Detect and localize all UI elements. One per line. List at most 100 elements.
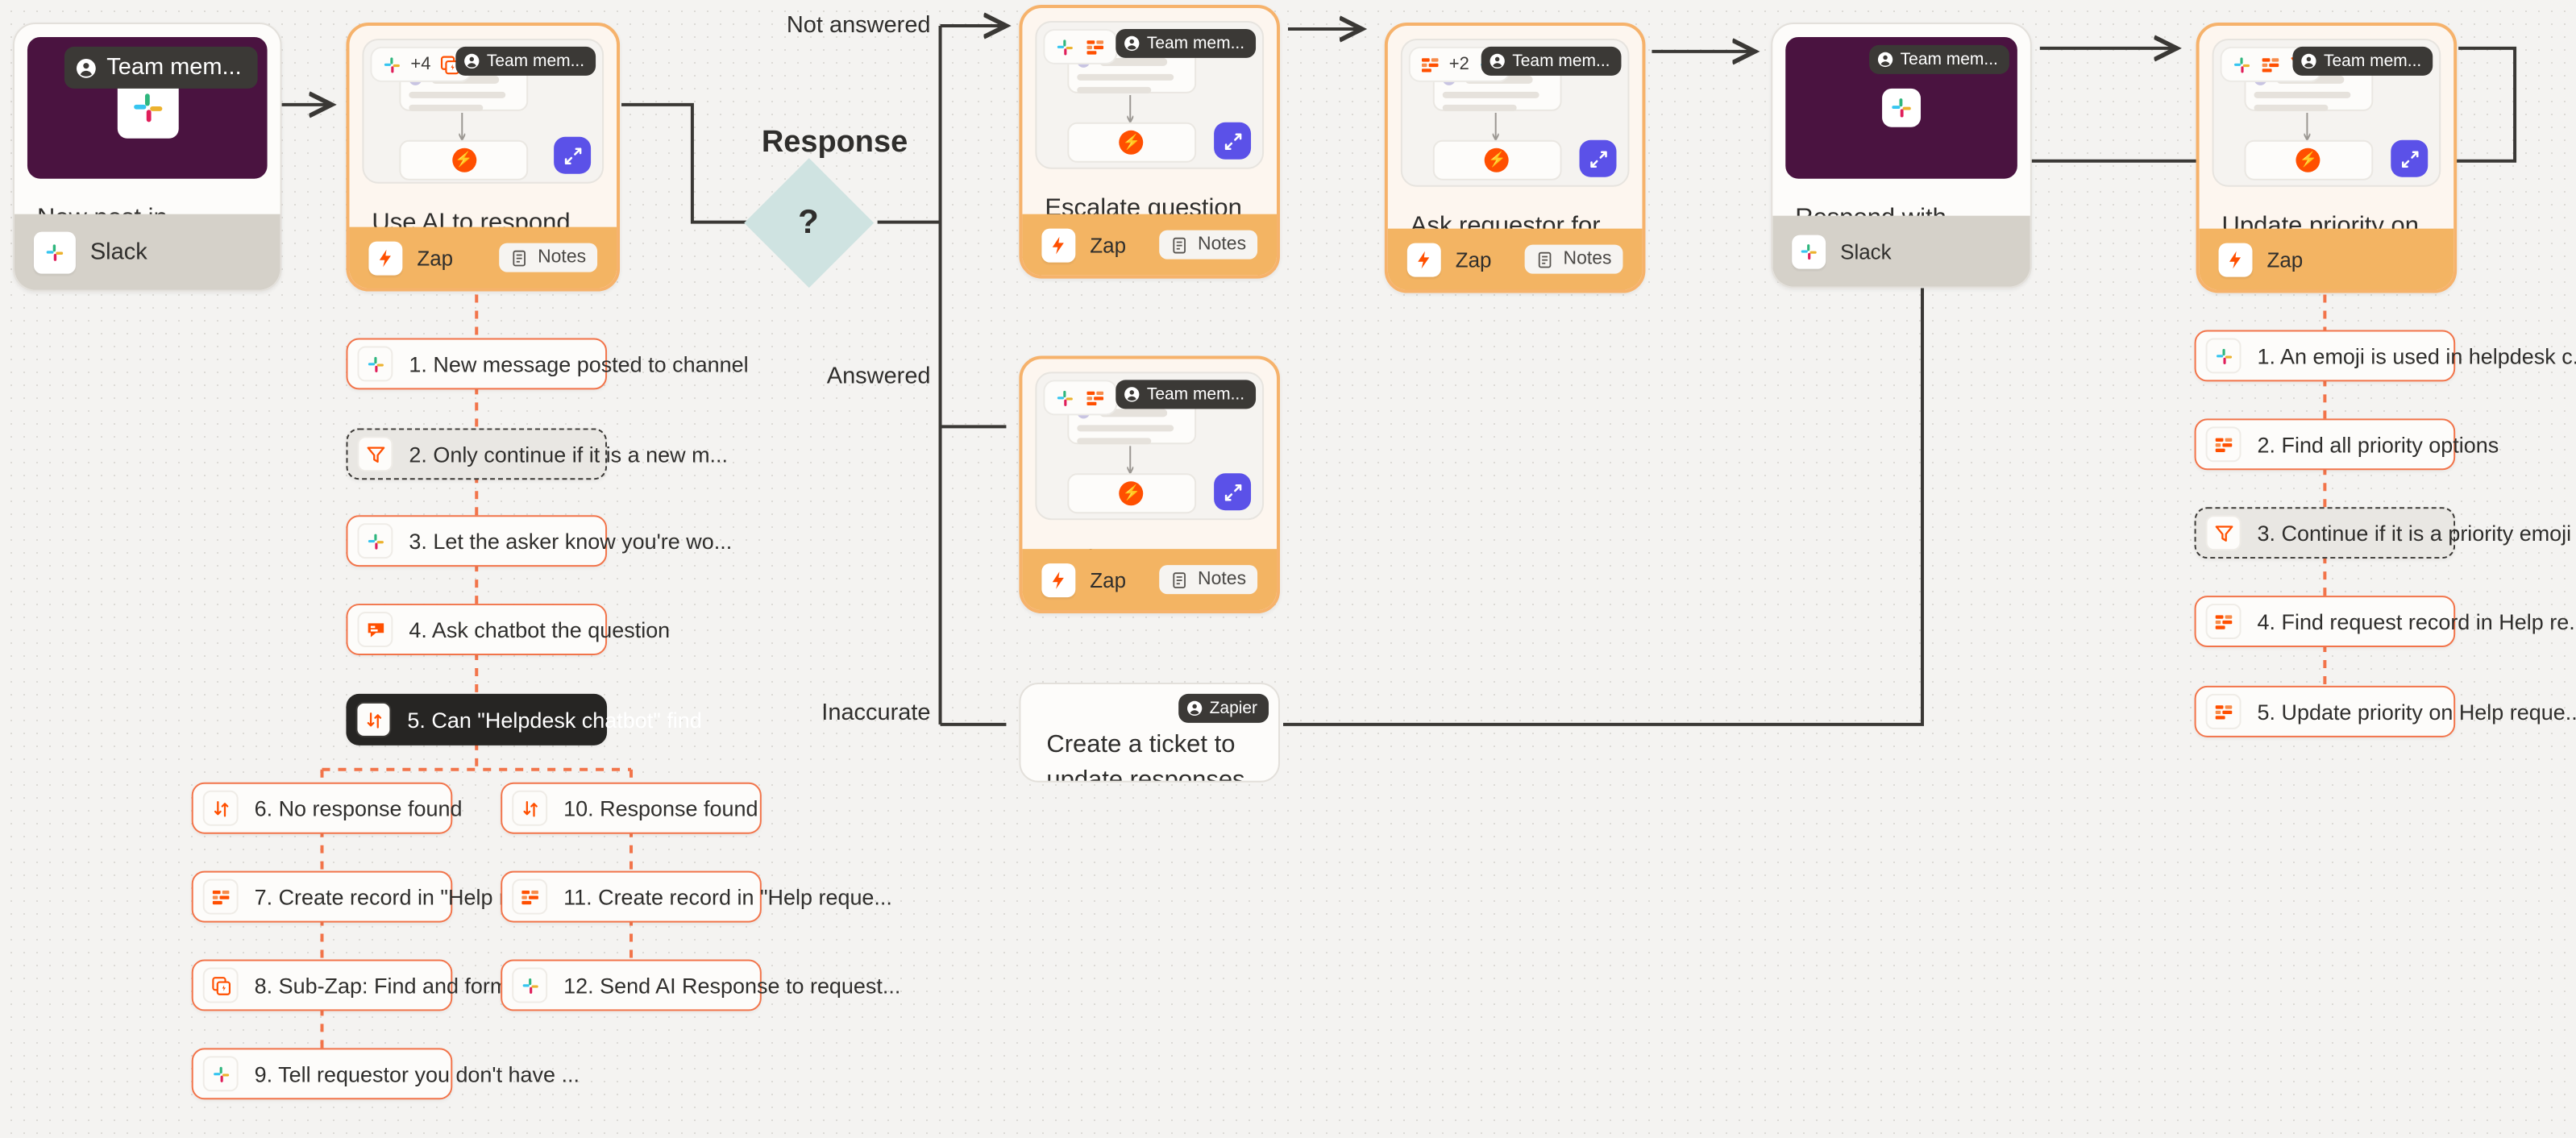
step-chip-2[interactable]: 2. Only continue if it is a new m... <box>346 428 728 480</box>
card-new-post-helpdesk[interactable]: Team mem... New post in #helpdesk channe… <box>12 22 282 292</box>
paths-icon <box>512 790 548 826</box>
team-member-badge: Team mem... <box>1116 380 1257 409</box>
slack-icon <box>384 56 400 73</box>
workflow-preview-action: ⚡ <box>1066 473 1196 514</box>
card-use-ai-respond[interactable]: +4 Team mem... ⚡ <box>346 22 621 292</box>
step-chip-label: 4. Ask chatbot the question <box>409 617 671 642</box>
slack-icon <box>202 1056 239 1092</box>
person-icon <box>77 57 97 77</box>
step-chip-10[interactable]: 10. Response found <box>501 782 762 834</box>
step-chip-6[interactable]: 6. No response found <box>191 782 462 834</box>
decision-diamond[interactable]: ? <box>744 158 875 289</box>
card-update-priority-table[interactable]: Team mem... ⚡ Update priority on Help re… <box>2196 22 2458 293</box>
expand-button[interactable] <box>1214 473 1252 511</box>
card-ask-requestor-priority[interactable]: +2 Team mem... ⚡ <box>1384 22 1646 293</box>
tables-icon <box>2205 426 2242 463</box>
arrow-down-icon <box>459 112 466 143</box>
person-icon <box>1187 700 1203 716</box>
badge-text: Team mem... <box>2324 51 2422 71</box>
card-escalate-question[interactable]: Team mem... ⚡ Escalate question to suppo… <box>1019 4 1281 279</box>
step-chip-5[interactable]: 5. Can "Helpdesk chatbot" find <box>346 693 702 746</box>
person-icon <box>2301 53 2317 69</box>
slack-icon <box>357 346 393 382</box>
zap-icon <box>1041 227 1076 262</box>
person-icon <box>1490 53 1506 69</box>
right-step-chip-3[interactable]: 3. Continue if it is a priority emoji <box>2194 507 2571 559</box>
step-chip-label: 1. An emoji is used in helpdesk c... <box>2257 343 2576 368</box>
step-chip-1[interactable]: 1. New message posted to channel <box>346 338 749 390</box>
slack-icon <box>33 231 76 273</box>
zap-bolt-icon: ⚡ <box>451 147 476 172</box>
notes-button[interactable]: Notes <box>1159 230 1258 260</box>
workflow-preview-action: ⚡ <box>2244 139 2373 181</box>
step-chip-label: 1. New message posted to channel <box>409 351 749 376</box>
right-step-chip-4[interactable]: 4. Find request record in Help re... <box>2194 596 2576 647</box>
branch-label-answered: Answered <box>826 363 931 390</box>
zap-icon <box>1406 242 1441 276</box>
app-icon-list <box>1043 28 1118 64</box>
notes-icon <box>1538 251 1552 268</box>
step-chip-9[interactable]: 9. Tell requestor you don't have ... <box>191 1048 580 1100</box>
sub-zap-icon <box>440 55 459 74</box>
notes-button[interactable]: Notes <box>499 243 598 272</box>
card-create-ticket-inaccurate[interactable]: Zapier Create a ticket to update respons… <box>1019 682 1281 783</box>
tables-icon <box>2205 604 2242 640</box>
expand-button[interactable] <box>1214 122 1252 160</box>
card-footer: Slack <box>1772 215 2030 287</box>
step-chip-11[interactable]: 11. Create record in "Help reque... <box>501 870 892 923</box>
person-icon <box>1878 52 1893 68</box>
card-mark-request-resolved[interactable]: Team mem... ⚡ Mark request as resolved Z… <box>1019 355 1281 614</box>
arrow-down-icon <box>1127 94 1134 125</box>
workflow-preview-action: ⚡ <box>1066 122 1196 163</box>
tables-icon <box>202 878 239 915</box>
filter-icon <box>2205 515 2242 551</box>
expand-button[interactable] <box>554 136 592 174</box>
step-chip-7[interactable]: 7. Create record in "Help reques... <box>191 870 584 923</box>
card-thumbnail: +4 Team mem... ⚡ <box>362 38 605 184</box>
tables-icon <box>2205 693 2242 729</box>
app-icon-list <box>1043 380 1118 416</box>
arrow-down-icon <box>1492 112 1499 143</box>
card-thumbnail: Team mem... ⚡ <box>2212 38 2441 187</box>
expand-button[interactable] <box>2391 139 2429 177</box>
person-icon <box>1124 35 1141 52</box>
notes-label: Notes <box>538 247 587 268</box>
step-chip-4[interactable]: 4. Ask chatbot the question <box>346 604 670 655</box>
badge-text: Team mem... <box>1900 49 1998 69</box>
team-member-badge: Team mem... <box>1869 44 2009 74</box>
right-step-chip-1[interactable]: 1. An emoji is used in helpdesk c... <box>2194 330 2576 382</box>
badge-text: Team mem... <box>106 54 242 81</box>
expand-button[interactable] <box>1579 139 1617 177</box>
card-footer: Zap Notes <box>1387 228 1643 290</box>
notes-icon <box>1173 236 1186 253</box>
slack-icon <box>512 967 548 1003</box>
zap-icon <box>2218 242 2253 276</box>
step-chip-12[interactable]: 12. Send AI Response to request... <box>501 959 900 1011</box>
step-chip-label: 6. No response found <box>254 795 463 820</box>
card-app-label: Zap <box>417 245 454 270</box>
step-chip-8[interactable]: 8. Sub-Zap: Find and format pri... <box>191 959 575 1011</box>
card-respond-with-priority[interactable]: Team mem... Respond with priority <box>1771 22 2032 289</box>
card-thumbnail: Team mem... <box>27 36 268 179</box>
badge-text: Team mem... <box>1146 384 1245 405</box>
slack-icon <box>2205 338 2242 374</box>
right-step-chip-5[interactable]: 5. Update priority on Help reque... <box>2194 685 2576 737</box>
team-member-badge: Team mem... <box>455 46 596 76</box>
notes-button[interactable]: Notes <box>1524 244 1623 274</box>
team-member-badge: Team mem... <box>2293 46 2433 76</box>
team-member-badge: Team mem... <box>1116 28 1257 58</box>
step-chip-3[interactable]: 3. Let the asker know you're wo... <box>346 515 732 567</box>
notes-label: Notes <box>1198 235 1247 255</box>
notes-button[interactable]: Notes <box>1159 565 1258 595</box>
zap-icon <box>1041 563 1076 597</box>
zap-bolt-icon: ⚡ <box>1119 481 1144 506</box>
workflow-preview-action: ⚡ <box>399 139 529 181</box>
card-app-label: Zap <box>1455 247 1492 272</box>
zap-icon <box>368 240 403 275</box>
card-thumbnail: +2 Team mem... ⚡ <box>1400 38 1630 187</box>
right-step-chip-2[interactable]: 2. Find all priority options <box>2194 418 2499 471</box>
zapier-badge: Zapier <box>1178 693 1269 723</box>
card-footer: Slack <box>14 214 280 290</box>
sub-zap-icon <box>202 967 239 1003</box>
